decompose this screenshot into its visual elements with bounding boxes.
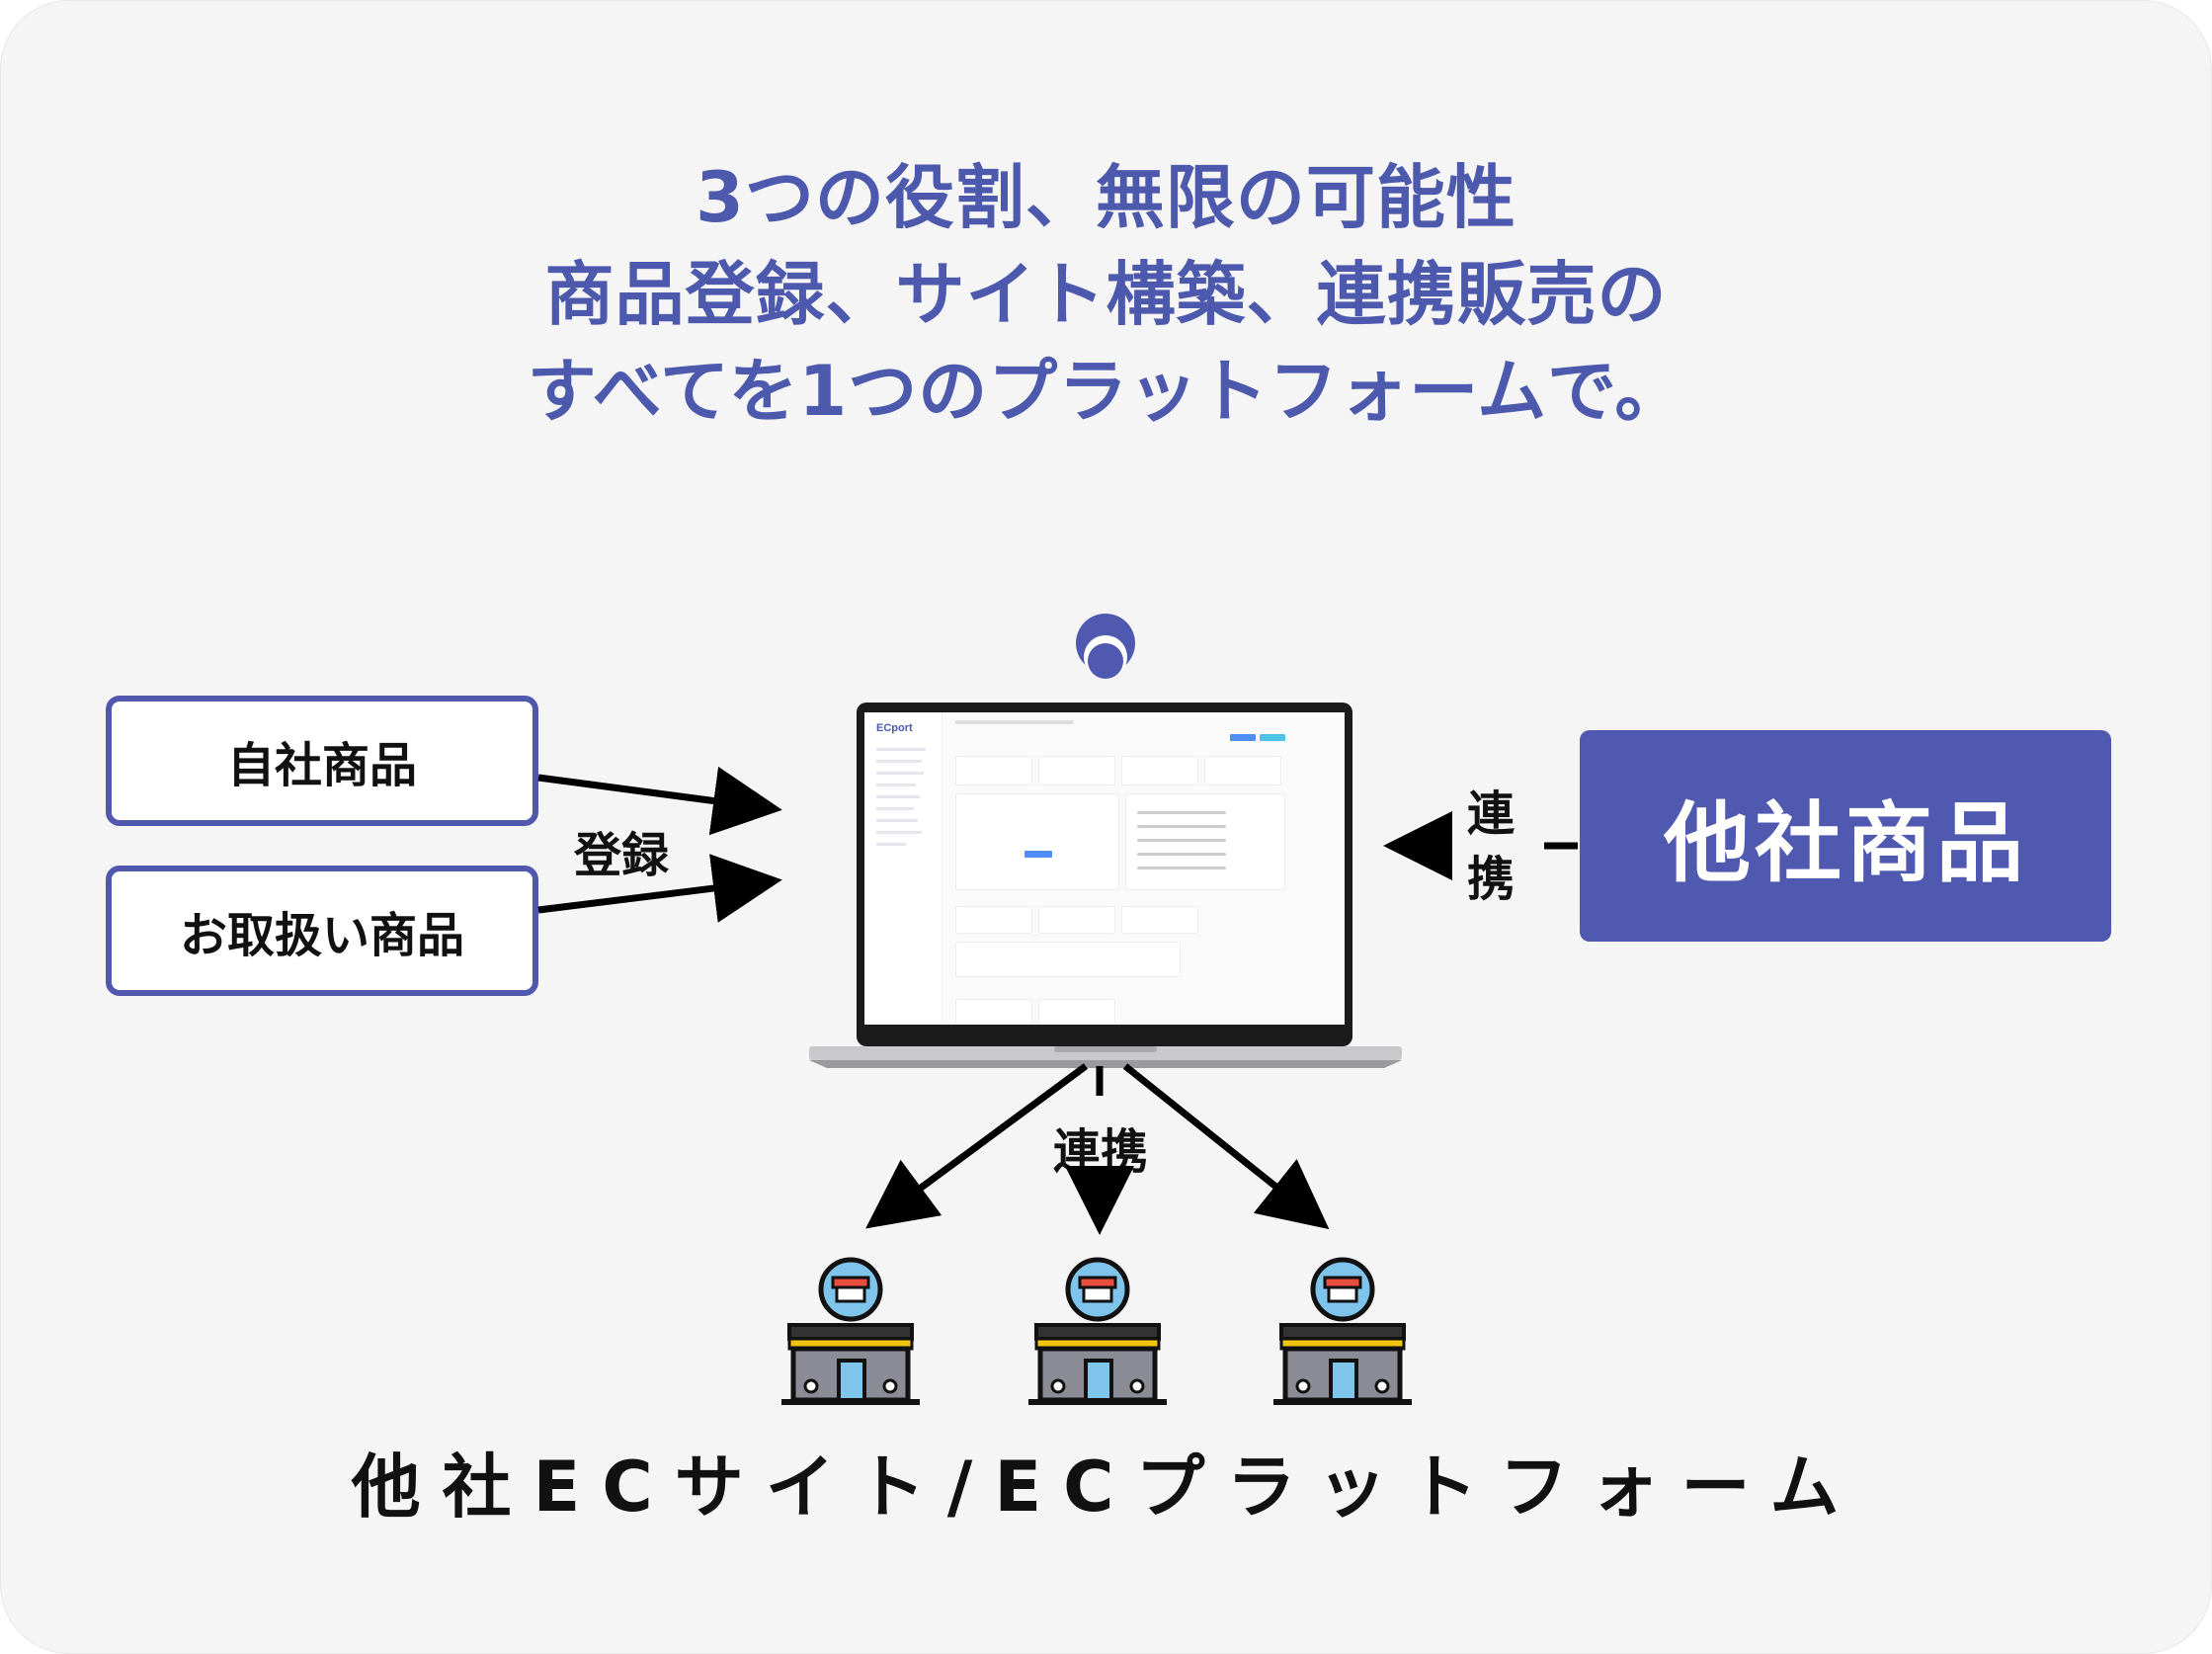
handled-products-box: お取扱い商品 [106,866,538,996]
store-icon [1028,1257,1167,1405]
screen-button [1260,734,1285,741]
screen-button [1024,851,1052,858]
screen-sidebar: ECport [864,712,942,1025]
screen-stat-card [955,756,1032,786]
user-icon [1076,614,1135,679]
screen-stat-card [955,999,1032,1025]
heading-line-3: すべてを1つのプラットフォームで。 [527,351,1685,432]
screen-panel [955,793,1119,890]
handled-products-label: お取扱い商品 [179,908,464,963]
screen-row [1137,867,1226,869]
screen-menu-item [876,795,920,798]
screen-menu-item [876,748,926,751]
screen-menu-item [876,784,916,786]
other-products-label: 他社商品 [1663,791,2027,894]
screen-stat-card [1038,906,1115,934]
own-products-label: 自社商品 [226,738,417,793]
screen-stat-card [1121,756,1198,786]
screen-menu-item [876,831,922,834]
screen-greeting [955,720,1074,724]
screen-logo: ECport [876,722,913,734]
screen-stat-card [955,906,1032,934]
register-label: 登録 [574,828,670,883]
laptop-screen: ECport [864,712,1345,1025]
own-products-box: 自社商品 [106,696,538,826]
screen-stat-card [1121,906,1198,934]
screen-row [1137,811,1226,814]
store-icon [781,1257,920,1405]
link-label-char-2: 携 [1466,852,1515,907]
screen-menu-item [876,760,922,763]
heading-line-2: 商品登録、サイト構築、連携販売の [544,254,1668,335]
screen-stat-card [1038,756,1115,786]
screen-menu-item [876,772,924,775]
store-icon [1273,1257,1412,1405]
bottom-title: 他社ECサイト/ECプラットフォーム [351,1447,1861,1528]
screen-menu-item [876,807,914,810]
screen-main [943,712,1345,1025]
screen-menu-item [876,843,906,846]
link-label-char-1: 連 [1466,786,1515,842]
other-products-box: 他社商品 [1580,730,2111,942]
heading: 3つの役割、無限の可能性 商品登録、サイト構築、連携販売の すべてを1つのプラッ… [1,149,2211,440]
heading-line-1: 3つの役割、無限の可能性 [696,157,1516,238]
screen-stat-card [1038,999,1115,1025]
arrow-icon [537,766,782,923]
screen-row [1137,853,1226,856]
arrow-icon [865,1063,1330,1235]
screen-row [1137,839,1226,842]
screen-menu-item [876,819,918,822]
screen-row [1137,825,1226,828]
screen-panel [1125,793,1285,890]
screen-panel [955,942,1181,977]
screen-button [1230,734,1256,741]
screen-stat-card [1204,756,1281,786]
link-label-vertical: 連 携 [1461,782,1520,912]
